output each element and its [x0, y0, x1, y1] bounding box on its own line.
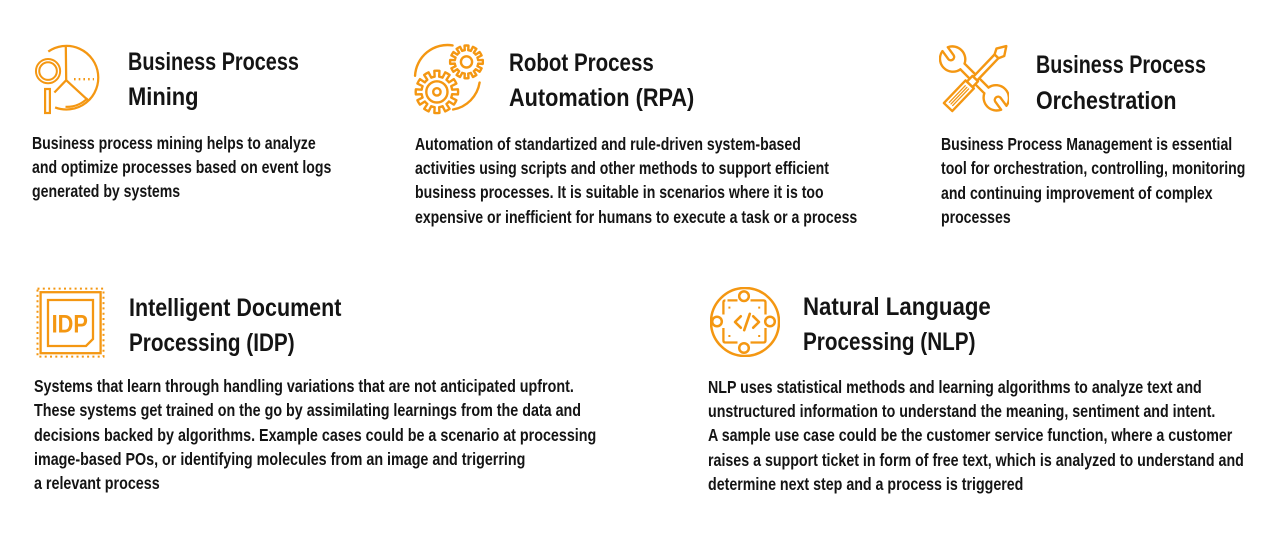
svg-text:IDP: IDP [52, 310, 88, 338]
